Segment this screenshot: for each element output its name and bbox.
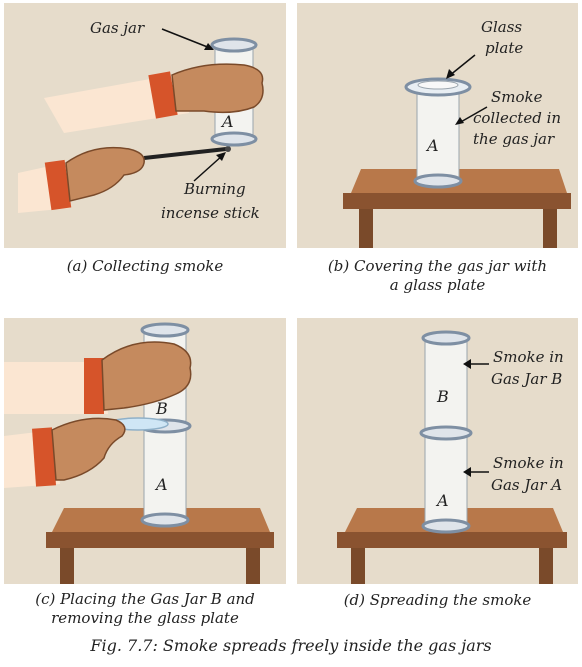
label-gas-jar-a: Gas Jar A (491, 476, 562, 494)
hand-bottom (52, 418, 125, 480)
table-edge (46, 532, 274, 548)
label-smoke: Smoke (491, 88, 543, 106)
cuff-top (84, 358, 104, 414)
hand-top (172, 64, 263, 112)
jar-letter-a: A (425, 136, 439, 155)
caption-b-line2: a glass plate (297, 276, 578, 295)
jar-letter-a: A (435, 491, 449, 510)
arrowhead-glass-plate (446, 69, 455, 79)
label-incense-stick: incense stick (161, 204, 260, 222)
gas-jar-a (417, 87, 459, 183)
label-the-gas-jar: the gas jar (473, 130, 555, 148)
panel-a-illustration: Gas jar A Burning incense stick (4, 3, 286, 248)
jar-rim-bottom (212, 133, 256, 145)
jar-letter-b: B (155, 399, 168, 418)
table-edge (337, 532, 567, 548)
table-edge (343, 193, 571, 209)
arrow-glass-plate (449, 55, 475, 76)
panel-c-illustration: B A (4, 318, 286, 584)
panel-d: Smoke in Gas Jar B Smoke in Gas Jar A B … (297, 318, 578, 584)
caption-a: (a) Collecting smoke (4, 257, 286, 276)
arrow-gas-jar (162, 29, 210, 48)
caption-c-line1: (c) Placing the Gas Jar B and (0, 590, 290, 609)
panel-a: Gas jar A Burning incense stick (4, 3, 286, 248)
label-smoke-in-b: Smoke in (493, 348, 564, 366)
table-leg-right (543, 209, 557, 248)
table-leg-right (246, 548, 260, 584)
label-glass: Glass (481, 18, 522, 36)
caption-b-line1: (b) Covering the gas jar with (297, 257, 578, 276)
table-leg-left (60, 548, 74, 584)
jar-a-rim-bottom (423, 520, 469, 532)
jar-b-rim-top (423, 332, 469, 344)
label-gas-jar-b: Gas Jar B (491, 370, 562, 388)
jar-rim-bottom (415, 175, 461, 187)
table-leg-left (359, 209, 373, 248)
panel-d-illustration: Smoke in Gas Jar B Smoke in Gas Jar A B … (297, 318, 578, 584)
gas-jar-a (425, 434, 467, 528)
incense-tip (225, 146, 231, 152)
table-leg-right (539, 548, 553, 584)
jar-letter-a: A (220, 112, 234, 131)
glass-plate-inner (418, 81, 458, 89)
caption-c-line2: removing the glass plate (0, 609, 290, 628)
table-leg-left (351, 548, 365, 584)
jar-rim-top (212, 39, 256, 51)
gas-jar-b (425, 338, 467, 432)
jar-letter-a: A (154, 475, 168, 494)
jar-rims-joined (421, 427, 471, 439)
jar-b-rim-top (142, 324, 188, 336)
gas-jar-a (144, 426, 186, 522)
label-gas-jar: Gas jar (90, 19, 145, 37)
figure-caption: Fig. 7.7: Smoke spreads freely inside th… (0, 636, 582, 655)
label-plate: plate (485, 39, 523, 57)
caption-b: (b) Covering the gas jar with a glass pl… (297, 257, 578, 295)
incense-stick (144, 149, 226, 158)
jar-letter-b: B (436, 387, 449, 406)
jar-a-rim-bottom (142, 514, 188, 526)
panel-b-illustration: Glass plate Smoke collected in the gas j… (297, 3, 578, 248)
label-burning: Burning (183, 180, 246, 198)
hand-bottom (66, 148, 144, 201)
label-collected-in: collected in (473, 109, 561, 127)
caption-c: (c) Placing the Gas Jar B and removing t… (0, 590, 290, 628)
label-smoke-in-a: Smoke in (493, 454, 564, 472)
panel-c: B A (4, 318, 286, 584)
caption-d: (d) Spreading the smoke (297, 591, 578, 610)
panel-b: Glass plate Smoke collected in the gas j… (297, 3, 578, 248)
arrow-incense (194, 155, 223, 181)
